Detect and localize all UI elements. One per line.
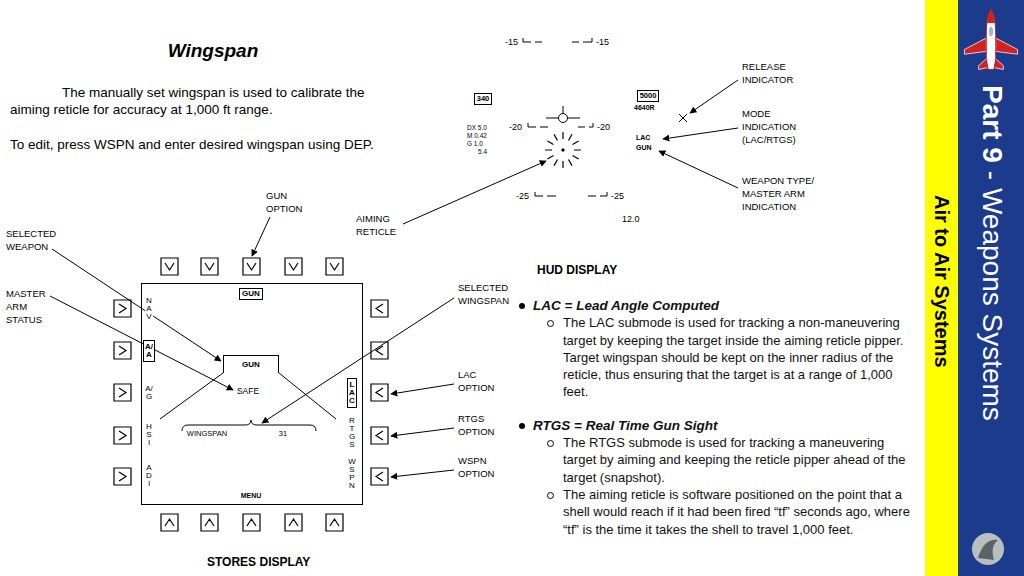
hud-readout: 12.0 [622, 214, 640, 224]
display-label: WSPN [347, 458, 357, 490]
pitch-ladder [523, 38, 542, 42]
hud-mode-text: LAC [636, 134, 650, 142]
subtitle-band: Air to Air Systems [925, 0, 958, 576]
callout-text: SELECTED WEAPON [6, 227, 61, 253]
display-label: 31 [278, 430, 288, 439]
waterline-symbol [559, 114, 568, 123]
pitch-scale-value: -25 [611, 191, 624, 201]
chapter-title: - Weapons Systems [977, 171, 1008, 421]
selected-weapon-box: GUN [223, 355, 279, 373]
bullet-text: The aiming reticle is software positione… [563, 486, 913, 538]
pitch-scale-value: -20 [597, 122, 610, 132]
waterline-symbol [546, 106, 580, 118]
pitch-ladder [588, 192, 607, 196]
display-label: ADI [145, 464, 153, 488]
pitch-ladder [572, 38, 592, 42]
pitch-scale-value: -25 [516, 191, 529, 201]
pitch-scale-value: -15 [596, 37, 609, 47]
heading-box: 340 [474, 93, 493, 105]
callout-text: SELECTED WINGSPAN [458, 281, 516, 307]
display-label: NAV [145, 297, 153, 321]
display-label: WINGSPAN [186, 430, 228, 439]
leader-arrow [391, 470, 454, 477]
leader-arrow [659, 151, 738, 188]
callout-text: WSPN OPTION [458, 454, 503, 480]
callout-text: LAC OPTION [458, 368, 503, 394]
flight-data: M 0.42 [467, 132, 487, 139]
display-title: GUN [242, 290, 260, 298]
display-caption: HUD DISPLAY [537, 264, 617, 278]
callout-text: RTGS OPTION [458, 412, 503, 438]
bullet-heading: LAC = Lead Angle Computed [517, 297, 917, 314]
pitch-ladder [528, 123, 548, 127]
leader-arrow [391, 384, 454, 394]
hud-weapon-text: GUN [636, 144, 652, 152]
chapter-title: Part 9 [977, 85, 1008, 163]
pitch-scale-value: -15 [505, 37, 518, 47]
display-label: A/G [144, 385, 154, 401]
selected-submode-box: LAC [347, 378, 357, 408]
chapter-band: Part 9 - Weapons Systems [958, 0, 1024, 576]
pitch-ladder [578, 123, 593, 127]
callout-text: GUN OPTION [266, 189, 311, 215]
mfd-screen: NAV A/G HSI ADI RTGS WSPN SAFE WINGSPAN 31MENU GU… [141, 283, 363, 505]
rotated-text-group: Part 9 - Weapons Systems [976, 85, 1007, 421]
display-label: RTGS [348, 417, 356, 449]
button-chevrons [119, 263, 383, 526]
display-title-box: GUN [239, 288, 263, 300]
weapon-label: GUN [242, 361, 260, 369]
leader-arrow [403, 161, 546, 224]
body-text: To edit, press WSPN and enter desired wi… [10, 136, 374, 153]
pitch-scale-value: -20 [509, 122, 522, 132]
release-indicator [679, 114, 687, 122]
weapon-symbol-lines [160, 373, 336, 419]
leader-arrow [52, 249, 221, 361]
altitude-box: 5000 [637, 90, 660, 102]
callout-text: RELEASE INDICATOR [742, 60, 804, 86]
bezel-buttons [114, 258, 388, 531]
callout-text: AIMING RETICLE [356, 212, 400, 238]
display-label: SAFE [236, 387, 260, 397]
section-subtitle: Air to Air Systems [931, 195, 953, 368]
flight-data: 5.4 [478, 148, 487, 155]
leader-arrow [663, 128, 738, 139]
bullet-text: The RTGS submode is used for tracking a … [563, 434, 913, 486]
selected-mode-box: A/A [143, 340, 155, 362]
altitude-readout: 5000 [640, 92, 657, 100]
callout-text: MASTER ARM STATUS [6, 287, 50, 326]
body-text: The manually set wingspan is used to cal… [10, 84, 382, 118]
bullet-text: The LAC submode is used for tracking a n… [563, 314, 913, 400]
flight-data: G 1.0 [467, 140, 483, 147]
leader-arrow [391, 428, 454, 436]
range-readout: 4640R [634, 104, 655, 112]
reticle-pipper [562, 149, 564, 151]
leader-arrow [262, 298, 454, 423]
slide-title: Wingspan [168, 40, 259, 62]
heading-readout: 340 [477, 95, 490, 103]
submode-label: LAC [349, 381, 355, 405]
display-label: MENU [240, 492, 263, 500]
leader-arrow [690, 80, 738, 113]
callout-text: MODE INDICATION (LAC/RTGS) [742, 107, 804, 146]
flight-data: DX 5.0 [467, 124, 487, 131]
aiming-reticle [545, 132, 581, 168]
bullet-list: LAC = Lead Angle ComputedThe LAC submode… [517, 297, 917, 538]
pitch-ladder [535, 192, 556, 196]
callout-text: WEAPON TYPE/ MASTER ARM INDICATION [742, 174, 820, 213]
display-caption: STORES DISPLAY [207, 556, 310, 570]
bullet-heading: RTGS = Real Time Gun Sight [517, 417, 917, 434]
rotated-text-group: Air to Air Systems [931, 195, 953, 368]
mode-label: A/A [145, 343, 153, 359]
display-label: HSI [145, 423, 153, 447]
hud-symbology [523, 38, 687, 196]
leader-arrow [252, 217, 270, 256]
